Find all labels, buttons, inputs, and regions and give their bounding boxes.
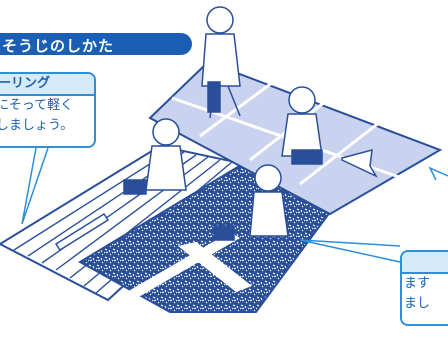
- right-callout: ます まし: [400, 250, 448, 326]
- flooring-callout-heading: ーリング: [0, 74, 94, 96]
- woman-vacuum-left: [123, 118, 187, 195]
- flooring-area: [0, 144, 257, 302]
- flooring-callout-line-2: しましょう。: [0, 118, 74, 133]
- woman-vacuum-right: [281, 86, 323, 165]
- right-callout-heading: [402, 252, 448, 274]
- flooring-callout: ーリング にそって軽く しましょう。: [0, 72, 96, 148]
- woman-vacuum-top: [201, 6, 241, 119]
- left-right-arrow-icon-2: [341, 148, 378, 178]
- cross-arrow-icon: [120, 232, 240, 302]
- flooring-callout-line-1: にそって軽く: [0, 98, 74, 113]
- woman-vacuum-front: [213, 164, 289, 241]
- right-callout-line-2: まし: [404, 296, 431, 311]
- left-right-arrow-icon: [54, 212, 110, 252]
- right-callout-line-1: ます: [404, 276, 431, 291]
- section-title: そうじのしかた: [2, 37, 115, 55]
- section-title-banner: そうじのしかた: [0, 33, 192, 55]
